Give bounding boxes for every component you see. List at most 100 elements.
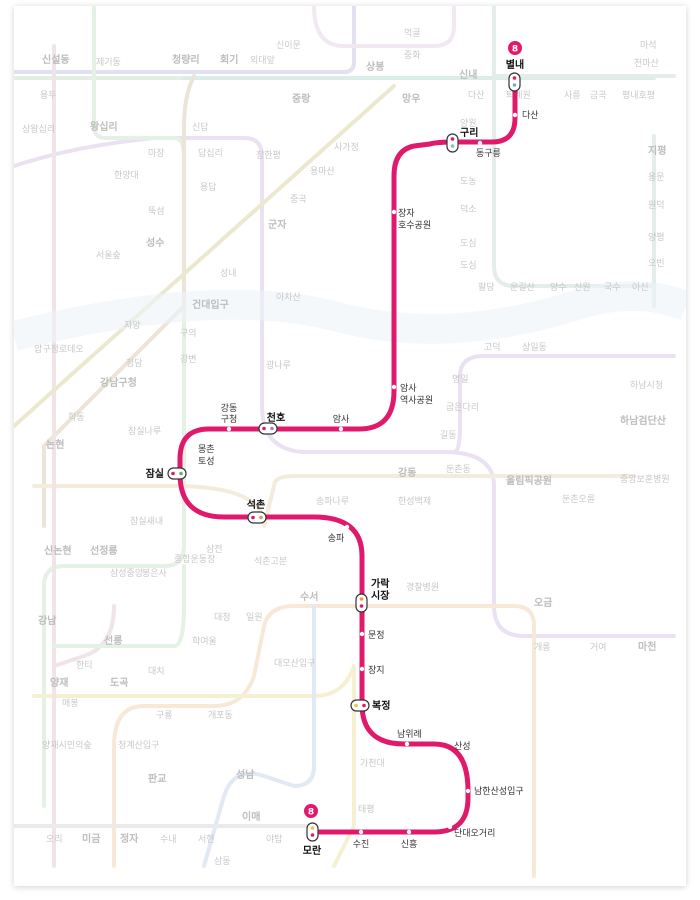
bg-label: 일원: [246, 612, 263, 623]
bg-label: 청계산입구: [118, 739, 159, 751]
transfer-moran[interactable]: [306, 822, 319, 842]
transfer-jamsil[interactable]: [167, 467, 187, 480]
bg-label: 아차산: [276, 291, 301, 303]
station-dot-amsa-yeoksa[interactable]: [391, 384, 397, 390]
station-dot-namhansanseong[interactable]: [465, 788, 471, 794]
bg-label: 사가정: [334, 142, 359, 153]
bg-label: 신답: [192, 121, 209, 133]
transfer-stations: [167, 72, 521, 842]
bg-label: 굽은다리: [446, 402, 479, 413]
station-dot-dandae[interactable]: [447, 824, 453, 830]
bg-label: 한성백제: [398, 496, 431, 507]
bg-label: 개포동: [208, 710, 233, 721]
station-label-jangji[interactable]: 장지: [368, 665, 385, 676]
station-label-mongchon-1[interactable]: 몽촌: [198, 444, 215, 455]
station-label-sujin[interactable]: 수진: [353, 839, 370, 850]
bg-label: 미금: [82, 832, 100, 845]
bg-label: 명일: [452, 374, 469, 385]
station-dot-jangji[interactable]: [359, 666, 365, 672]
station-dot-amsa[interactable]: [338, 426, 344, 432]
station-label-amsa[interactable]: 암사: [333, 413, 350, 425]
station-label-namhansanseong[interactable]: 남한산성입구: [474, 785, 524, 797]
station-label-amsa-yeoksa-2[interactable]: 역사공원: [400, 395, 433, 406]
line-badge-start: 8: [508, 41, 522, 55]
station-label-bokjeong[interactable]: 복정: [372, 699, 390, 712]
bg-label: 삼동: [214, 856, 231, 867]
line-badge-text: 8: [308, 808, 314, 818]
bg-label: 청량리: [172, 53, 200, 66]
transfer-byeollae[interactable]: [508, 72, 521, 92]
station-dot-jangja[interactable]: [391, 209, 397, 215]
bg-label: 둔촌동: [446, 464, 471, 475]
bg-label: 도심: [460, 238, 477, 249]
station-label-dasan[interactable]: 다산: [522, 110, 539, 121]
bg-label: 고덕: [484, 342, 501, 353]
station-dot-dasan[interactable]: [512, 112, 518, 118]
transfer-garak[interactable]: [355, 593, 368, 613]
station-label-guri[interactable]: 구리: [460, 126, 478, 139]
station-dot-munjeong[interactable]: [359, 631, 365, 637]
transfer-seokchon[interactable]: [247, 511, 267, 524]
bg-label: 강남: [38, 614, 57, 627]
bg-line-1: [14, 6, 356, 74]
station-label-amsa-yeoksa-1[interactable]: 암사: [400, 382, 417, 394]
bg-label: 도농: [460, 176, 477, 187]
station-label-donggureung[interactable]: 동구릉: [476, 148, 501, 159]
station-dot-songpa[interactable]: [344, 524, 350, 530]
station-label-gangdong-gucheong-2[interactable]: 구청: [221, 414, 238, 425]
bg-label: 운길산: [510, 282, 535, 293]
station-label-songpa[interactable]: 송파: [328, 533, 345, 544]
map-card: 신설동 제기동 청량리 회기 외대앞 신이문 상봉 중랑 망우 신내 왕십리 상…: [14, 6, 686, 886]
bg-label: 봉은사: [142, 568, 168, 579]
bg-label: 거여: [590, 641, 607, 653]
bg-label: 중앙보훈병원: [620, 473, 670, 485]
station-label-gangdong-gucheong-1[interactable]: 강동: [221, 403, 238, 414]
bg-label: 야탑: [266, 833, 283, 845]
station-label-garak-1[interactable]: 가락: [371, 577, 390, 590]
station-label-seokchon[interactable]: 석촌: [247, 498, 265, 511]
bg-label: 회기: [220, 53, 238, 66]
station-dot-sinheung[interactable]: [406, 829, 412, 835]
bg-label: 종합운동장: [174, 554, 215, 565]
bg-label: 강동: [398, 466, 416, 479]
station-label-dandae[interactable]: 단대오거리: [454, 828, 495, 839]
station-label-moran[interactable]: 모란: [303, 845, 322, 857]
bg-label: 망우: [402, 92, 420, 105]
station-label-jangja-2[interactable]: 호수공원: [398, 220, 431, 231]
station-label-sinheung[interactable]: 신흥: [401, 838, 418, 850]
station-dot-sanseong[interactable]: [448, 752, 454, 758]
station-label-namwirye[interactable]: 남위례: [397, 729, 422, 740]
station-label-jamsil[interactable]: 잠실: [146, 467, 164, 480]
station-label-mongchon-2[interactable]: 토성: [198, 456, 215, 467]
bg-label: 답십리: [198, 147, 223, 159]
station-label-byeollae[interactable]: 별내: [506, 58, 524, 71]
bg-label: 양재: [50, 676, 68, 689]
station-dot-mongchon[interactable]: [191, 443, 197, 449]
transfer-cheonho[interactable]: [258, 422, 278, 435]
station-label-sanseong[interactable]: 산성: [454, 741, 471, 752]
station-dot-sujin[interactable]: [358, 829, 364, 835]
station-label-munjeong[interactable]: 문정: [368, 630, 385, 641]
station-label-garak-2[interactable]: 시장: [371, 589, 390, 602]
transfer-bokjeong[interactable]: [350, 699, 370, 712]
station-dot-donggureung[interactable]: [477, 140, 483, 146]
bg-label: 신이문: [276, 40, 301, 51]
bg-label: 삼성중앙: [110, 567, 143, 579]
station-dot-gangdong-gucheong[interactable]: [226, 426, 232, 432]
bg-label: 도심: [460, 260, 477, 271]
station-dot-namwirye[interactable]: [404, 741, 410, 747]
bg-label: 올림픽공원: [506, 474, 552, 487]
bg-label: 신설동: [42, 53, 70, 66]
transfer-guri[interactable]: [446, 133, 459, 153]
bg-label: 평내호평: [622, 90, 655, 101]
bg-label: 압구정로데오: [34, 343, 84, 355]
bg-label: 지평: [648, 144, 666, 157]
bg-label: 서현: [198, 834, 215, 845]
bg-label: 장한평: [256, 150, 281, 161]
station-label-jangja-1[interactable]: 장자: [398, 208, 415, 219]
station-label-cheonho[interactable]: 천호: [267, 411, 285, 424]
bg-label: 중화: [404, 50, 421, 61]
bg-label: 강변: [180, 354, 197, 365]
bg-label: 석촌고분: [254, 556, 287, 567]
bg-label: 오빈: [648, 258, 665, 269]
